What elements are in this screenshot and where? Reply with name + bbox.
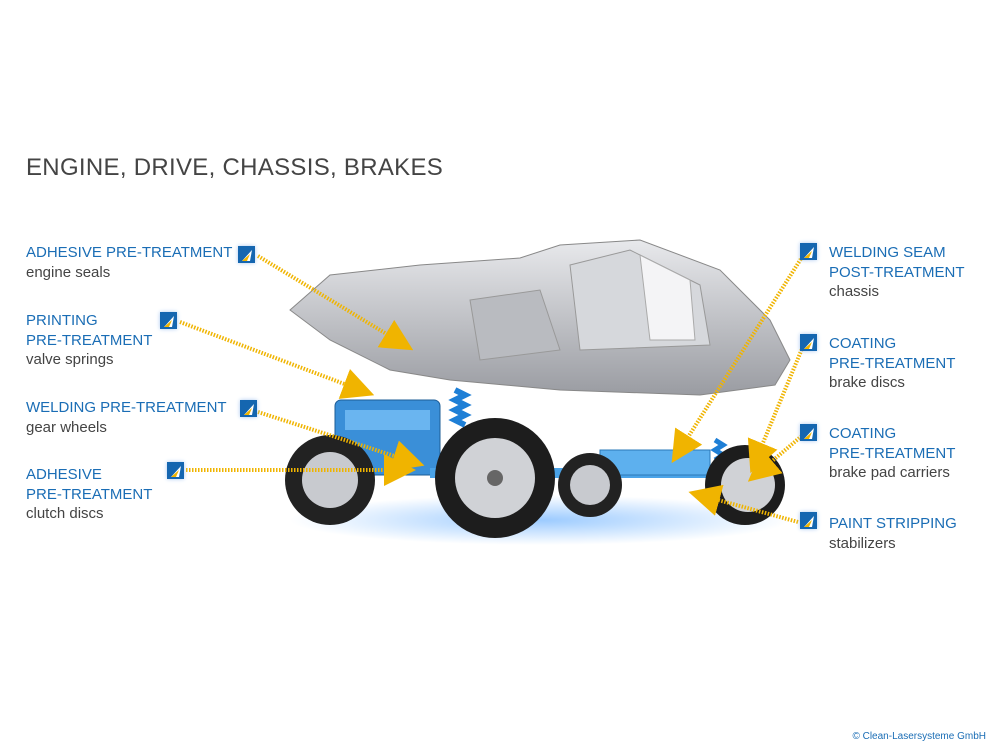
label-gear-wheels: WELDING PRE-TREATMENT gear wheels xyxy=(26,398,227,437)
label-heading: PRINTING xyxy=(26,312,98,329)
label-engine-seals: ADHESIVE PRE-TREATMENT engine seals xyxy=(26,243,232,282)
label-heading: WELDING PRE-TREATMENT xyxy=(26,399,227,416)
arrow-brake-discs xyxy=(747,343,806,474)
copyright: © Clean-Lasersysteme GmbH xyxy=(852,731,986,742)
laser-logo-icon xyxy=(238,246,255,263)
label-heading: PRE-TREATMENT xyxy=(829,444,956,462)
car-body-frame xyxy=(289,239,791,396)
label-heading: COATING xyxy=(829,335,897,352)
label-stabilizers: PAINT STRIPPING stabilizers xyxy=(829,514,957,553)
label-sub: stabilizers xyxy=(829,534,896,552)
floor-glow xyxy=(290,495,790,545)
arrow-gear-wheels xyxy=(257,410,425,472)
label-sub: clutch discs xyxy=(26,505,104,522)
arrow-brake-pad-carriers xyxy=(747,432,806,482)
label-sub: brake pad carriers xyxy=(829,464,950,481)
laser-logo-icon xyxy=(240,400,257,417)
label-heading: ADHESIVE PRE-TREATMENT xyxy=(26,244,233,261)
label-sub: brake discs xyxy=(829,374,905,391)
label-clutch-discs: ADHESIVE PRE-TREATMENT clutch discs xyxy=(26,465,152,524)
laser-logo-icon xyxy=(160,312,177,329)
label-valve-springs: PRINTING PRE-TREATMENT valve springs xyxy=(26,311,152,370)
label-heading: PRE-TREATMENT xyxy=(829,354,956,372)
label-heading: WELDING SEAM xyxy=(829,244,946,261)
arrows xyxy=(179,252,806,524)
arrow-chassis xyxy=(671,252,806,464)
laser-logo-icon xyxy=(167,462,184,479)
laser-logo-icon xyxy=(800,512,817,529)
label-heading: PAINT STRIPPING xyxy=(829,515,957,532)
laser-logo-icon xyxy=(800,424,817,441)
laser-logo-icon xyxy=(800,243,817,260)
arrow-valve-springs xyxy=(179,320,375,399)
label-brake-pad-carriers: COATING PRE-TREATMENT brake pad carriers xyxy=(829,424,955,483)
label-sub: engine seals xyxy=(26,263,111,281)
label-heading: POST-TREATMENT xyxy=(829,263,965,281)
arrow-stabilizers xyxy=(688,484,799,524)
label-sub: gear wheels xyxy=(26,418,107,436)
label-heading: COATING xyxy=(829,425,897,442)
label-sub: chassis xyxy=(829,283,880,300)
label-heading: PRE-TREATMENT xyxy=(26,485,153,503)
label-chassis: WELDING SEAM POST-TREATMENT chassis xyxy=(829,243,965,302)
arrow-engine-seals xyxy=(256,254,414,351)
page-title: ENGINE, DRIVE, CHASSIS, BRAKES xyxy=(26,154,444,181)
label-sub: valve springs xyxy=(26,351,114,368)
label-brake-discs: COATING PRE-TREATMENT brake discs xyxy=(829,334,955,393)
label-heading: PRE-TREATMENT xyxy=(26,331,153,349)
laser-logo-icon xyxy=(800,334,817,351)
label-heading: ADHESIVE xyxy=(26,466,102,483)
